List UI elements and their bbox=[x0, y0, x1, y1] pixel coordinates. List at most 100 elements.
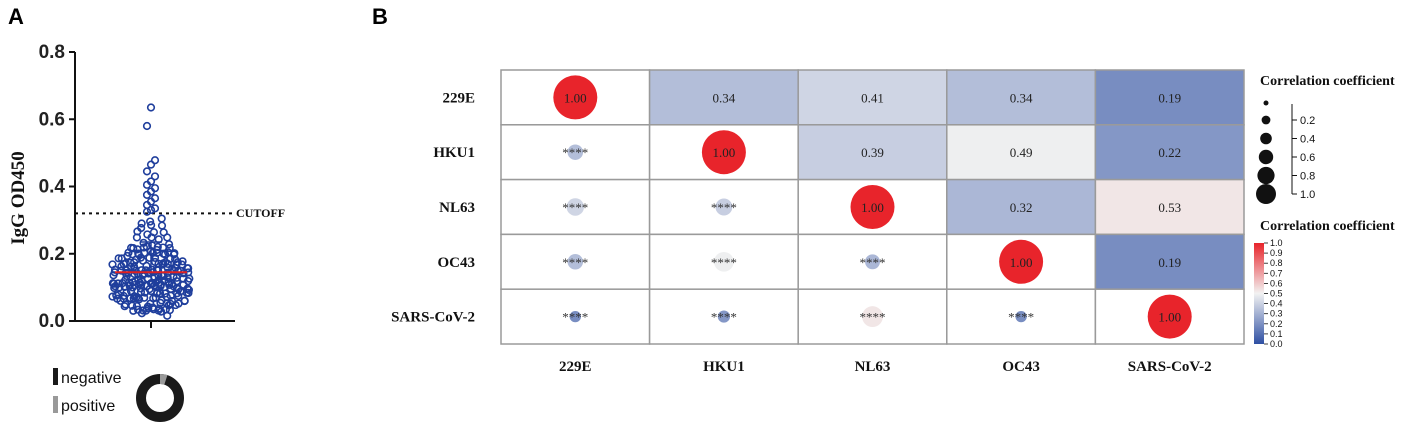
heatmap-col-label: OC43 bbox=[1002, 359, 1040, 375]
data-point bbox=[165, 243, 174, 253]
size-legend-label: 0.2 bbox=[1300, 115, 1315, 127]
heatmap-row-label: OC43 bbox=[438, 255, 476, 271]
data-point bbox=[128, 301, 137, 310]
cell-value: 0.19 bbox=[1158, 90, 1181, 105]
data-point bbox=[136, 253, 145, 262]
cell-value: 0.34 bbox=[1010, 90, 1033, 105]
significance-stars: **** bbox=[562, 145, 588, 160]
cell-value: 0.22 bbox=[1158, 145, 1181, 160]
panel-a-y-ticks: 0.00.20.40.60.8 bbox=[39, 42, 75, 332]
panel-a-points bbox=[108, 103, 194, 320]
significance-stars: **** bbox=[1008, 310, 1034, 325]
size-legend-dot bbox=[1260, 132, 1272, 145]
data-point bbox=[142, 190, 152, 200]
significance-stars: **** bbox=[562, 200, 588, 215]
heatmap-row-label: HKU1 bbox=[433, 145, 475, 161]
heatmap-cell-229E-OC43 bbox=[946, 69, 1097, 126]
size-legend-dot bbox=[1261, 115, 1271, 125]
correlation-bubble bbox=[567, 254, 584, 270]
color-legend-label: 0.1 bbox=[1270, 329, 1283, 339]
data-point bbox=[156, 281, 165, 291]
legend-positive-label: positive bbox=[61, 398, 115, 415]
data-point bbox=[144, 269, 153, 278]
heatmap-cell-OC43-SARS-CoV-2 bbox=[1094, 233, 1245, 290]
data-point bbox=[146, 160, 156, 169]
cell-value: 0.32 bbox=[1010, 200, 1033, 215]
color-legend-title: Correlation coefficient bbox=[1260, 219, 1395, 234]
data-point bbox=[163, 311, 172, 320]
heatmap-cell-229E-NL63 bbox=[797, 69, 948, 126]
heatmap-cell-229E-HKU1 bbox=[648, 69, 799, 126]
heatmap-row-label: 229E bbox=[442, 90, 475, 106]
donut-negative bbox=[136, 374, 184, 422]
legend-positive-swatch bbox=[53, 396, 58, 413]
color-legend-label: 0.7 bbox=[1270, 268, 1283, 278]
color-legend-label: 0.9 bbox=[1270, 248, 1283, 258]
data-point bbox=[171, 300, 180, 310]
panel-a-cutoff-label: CUTOFF bbox=[236, 206, 285, 220]
data-point bbox=[183, 284, 192, 293]
diagonal-bubble bbox=[1147, 294, 1192, 339]
heatmap-row-label: NL63 bbox=[439, 200, 475, 216]
panel-a-y-axis-label: IgG OD450 bbox=[8, 151, 29, 244]
correlation-bubble bbox=[714, 251, 734, 272]
cell-value: 0.41 bbox=[861, 90, 884, 105]
legend-negative-label: negative bbox=[61, 370, 122, 387]
size-legend-dot bbox=[1256, 184, 1276, 204]
size-legend-dot bbox=[1258, 149, 1274, 165]
data-point bbox=[157, 214, 166, 223]
data-point bbox=[140, 293, 149, 302]
correlation-bubble bbox=[715, 198, 733, 216]
heatmap-row-label: SARS-CoV-2 bbox=[391, 310, 475, 326]
data-point bbox=[142, 167, 152, 176]
data-point bbox=[150, 204, 160, 213]
color-legend-label: 0.3 bbox=[1270, 309, 1283, 319]
donut-positive bbox=[136, 374, 184, 422]
color-legend-label: 0.4 bbox=[1270, 299, 1283, 309]
data-point bbox=[163, 263, 172, 272]
data-point bbox=[157, 221, 167, 230]
data-point bbox=[142, 261, 151, 270]
data-point bbox=[145, 253, 154, 262]
panel-a-summary-marks bbox=[115, 241, 187, 274]
diagonal-bubble bbox=[850, 185, 895, 229]
data-point bbox=[142, 207, 152, 216]
heatmap-col-label: NL63 bbox=[855, 359, 891, 375]
cell-value: 0.34 bbox=[713, 90, 736, 105]
correlation-bubble bbox=[1015, 310, 1027, 323]
significance-stars: **** bbox=[711, 255, 737, 270]
data-point bbox=[144, 304, 153, 313]
data-point bbox=[164, 240, 174, 249]
data-point bbox=[150, 156, 160, 165]
diagonal-value: 1.00 bbox=[564, 90, 587, 105]
color-legend-label: 0.6 bbox=[1270, 278, 1283, 288]
correlation-bubble bbox=[717, 310, 730, 323]
significance-stars: **** bbox=[562, 255, 588, 270]
diagonal-bubble bbox=[553, 75, 598, 120]
diagonal-value: 1.00 bbox=[1158, 310, 1181, 325]
data-point bbox=[163, 273, 172, 282]
size-legend-label: 0.4 bbox=[1300, 134, 1315, 146]
diagonal-value: 1.00 bbox=[713, 145, 736, 160]
correlation-bubble bbox=[567, 144, 584, 160]
legend-negative-swatch bbox=[53, 368, 58, 385]
correlation-bubble bbox=[865, 254, 880, 270]
data-point bbox=[115, 283, 124, 292]
panel-a-y-tick-label: 0.2 bbox=[39, 244, 65, 265]
data-point bbox=[109, 271, 118, 280]
heatmap-col-label: SARS-CoV-2 bbox=[1128, 359, 1212, 375]
data-point bbox=[165, 280, 174, 289]
size-legend-dot bbox=[1263, 100, 1269, 106]
correlation-bubble bbox=[569, 310, 581, 323]
data-point bbox=[142, 180, 152, 189]
heatmap-cell-HKU1-OC43 bbox=[946, 124, 1097, 181]
diagonal-value: 1.00 bbox=[861, 200, 884, 215]
cell-value: 0.49 bbox=[1010, 145, 1033, 160]
data-point bbox=[147, 221, 156, 230]
color-legend-label: 0.8 bbox=[1270, 258, 1283, 268]
size-legend-label: 1.0 bbox=[1300, 189, 1315, 201]
data-point bbox=[129, 294, 138, 303]
data-point bbox=[146, 205, 156, 215]
significance-stars: **** bbox=[562, 310, 588, 325]
